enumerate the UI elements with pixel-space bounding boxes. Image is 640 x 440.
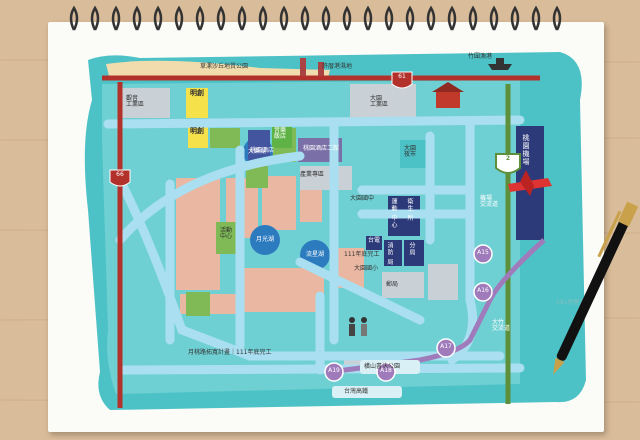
music-hotel-block [272,126,292,148]
label-road-plan: 月桃路拓寬計畫｜111年底完工 [188,349,272,356]
mrt-station-label: A18 [380,367,392,374]
label-dayuan-industrial: 大園 工業區 [370,95,389,108]
binding-ring [216,5,226,31]
brand-sign-1: 明創 [190,89,204,97]
binding-ring [552,5,562,31]
label-bamboo-port: 竹圍漁港 [468,53,493,60]
label-taipower: 台電 [368,237,381,244]
spiral-binding [69,5,562,31]
airport-mrt-line [329,238,546,375]
label-lake-dale: 大樂湖 [248,148,267,155]
mrt-station-marker [324,362,344,382]
label-dazhu-interchange: 大竹 交流道 [492,319,511,332]
label-school-a: 大園國中 [350,195,375,202]
binding-ring [510,5,520,31]
binding-ring [447,5,457,31]
hotel-block [248,130,270,164]
binding-ring [90,5,100,31]
binding-ring [237,5,247,31]
label-activity-center: 活動 中心 [220,227,233,240]
mrt-station-marker [473,244,493,264]
binding-ring [174,5,184,31]
label-fire-station: 消防 局 [386,242,393,266]
highway-shield-2 [495,153,521,174]
label-school-b: 大園國小 [354,265,379,272]
mrt-station-label: A16 [477,287,489,294]
label-post: 郵局 [386,281,399,288]
label-industry-zone: 產業專區 [300,171,325,178]
mrt-station-marker [376,362,396,382]
label-airport-interchange: 機場 交流道 [480,195,499,208]
highway-61-number: 61 [398,73,406,80]
label-park: 草漯沙丘地質公園 [200,63,249,70]
ship-icon [488,58,512,70]
label-guanyin-industrial: 觀音 工業區 [126,95,145,108]
people-icon [349,317,367,336]
binding-ring [426,5,436,31]
binding-ring [195,5,205,31]
label-hsr: 台灣高鐵 [344,388,369,395]
airplane-icon [508,170,552,196]
label-night-market: 大園 夜市 [404,145,417,158]
brand-sign-2: 明創 [190,127,204,135]
label-airport: 桃園機場 [522,134,530,166]
highway-shield-66 [109,169,131,187]
watermark: 591房屋交易 [556,299,592,306]
label-hotel: 桃園酒店 [250,147,275,154]
binding-ring [468,5,478,31]
lake-moonlight [250,225,280,255]
brand-sign-2-bg [188,126,208,148]
mrt-station-label: A15 [477,249,489,256]
highway-shield-61 [391,71,413,89]
brand-sign-1-bg [186,88,208,118]
binding-ring [321,5,331,31]
mrt-station-label: A19 [328,367,340,374]
binding-ring [363,5,373,31]
binding-ring [405,5,415,31]
highway-66-number: 66 [116,171,124,178]
mrt-station-marker [473,282,493,302]
label-bottom-park: 橫山書法公園 [364,363,401,370]
label-plan-note: 111年底完工 [344,251,380,258]
temple-icon [432,82,464,108]
label-hotel2: 桃園酒店二館 [303,145,340,152]
binding-ring [300,5,310,31]
label-music-hotel: 音樂 飯店 [274,127,287,140]
night-market-block [400,140,428,168]
label-lake-meteor: 流星湖 [306,251,325,258]
binding-ring [132,5,142,31]
label-sports-center: 運動 中心 [390,198,397,229]
binding-ring [342,5,352,31]
beach-strip [106,60,330,80]
binding-ring [69,5,79,31]
binding-ring [489,5,499,31]
mrt-stations-group [324,244,493,382]
binding-ring [531,5,541,31]
label-lake-moonlight: 月光湖 [256,236,275,243]
label-police: 分局 [408,242,415,256]
mrt-station-marker [436,338,456,358]
road-network [103,115,525,375]
hsr-bar [332,386,402,398]
label-health-center: 衛生 所 [406,198,413,222]
label-fishing-port: 許厝港濕地 [322,63,353,70]
mrt-station-label: A17 [440,343,452,350]
lighthouse-icon [300,58,324,76]
highway-2-number: 2 [505,155,511,162]
binding-ring [258,5,268,31]
binding-ring [153,5,163,31]
binding-ring [384,5,394,31]
binding-ring [111,5,121,31]
binding-ring [279,5,289,31]
